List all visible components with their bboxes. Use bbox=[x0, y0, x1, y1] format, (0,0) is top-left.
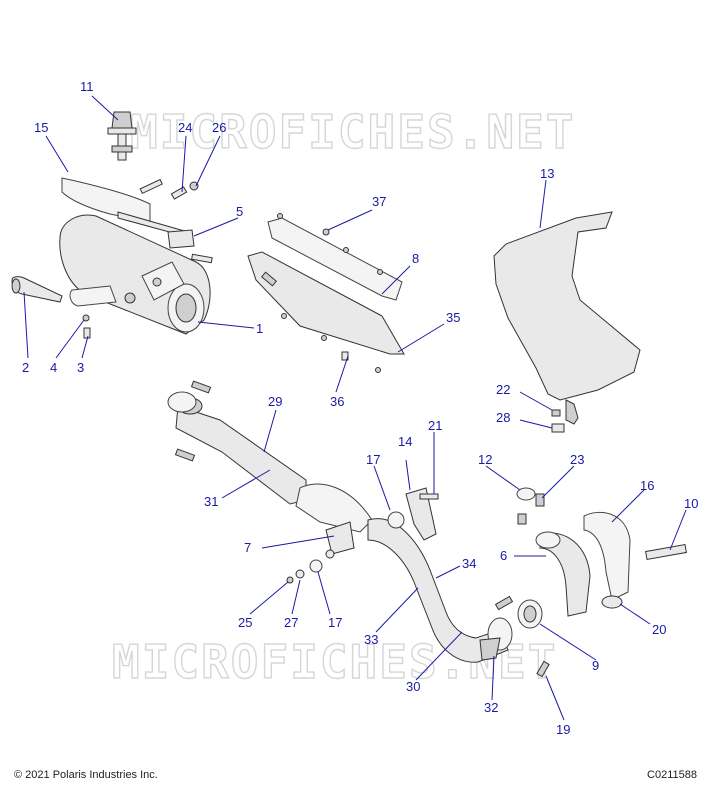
callout-10: 10 bbox=[684, 496, 698, 511]
callout-3: 3 bbox=[77, 360, 84, 375]
callout-18: 17 bbox=[366, 452, 380, 467]
callout-17: 17 bbox=[328, 615, 342, 630]
muffler bbox=[59, 214, 211, 335]
tailpipe-tip bbox=[69, 285, 117, 307]
clip-22-28 bbox=[551, 409, 565, 433]
bracket-14 bbox=[387, 487, 437, 541]
washers-17-25-27 bbox=[286, 549, 335, 584]
clamp-20 bbox=[601, 595, 623, 609]
springs-upper bbox=[174, 380, 212, 462]
callout-30: 30 bbox=[406, 679, 420, 694]
callout-29: 29 bbox=[268, 394, 282, 409]
callout-37: 37 bbox=[372, 194, 386, 209]
callout-6: 6 bbox=[500, 548, 507, 563]
fastener-36 bbox=[341, 351, 381, 373]
callout-31: 31 bbox=[204, 494, 218, 509]
callout-11: 11 bbox=[80, 79, 94, 94]
callout-23: 23 bbox=[570, 452, 584, 467]
callout-7: 7 bbox=[244, 540, 251, 555]
bolts-24-26 bbox=[139, 178, 199, 200]
spark-arrestor-2 bbox=[11, 276, 63, 303]
leader-lines bbox=[23, 95, 687, 721]
copyright-notice: © 2021 Polaris Industries Inc. bbox=[14, 769, 158, 781]
bracket-7 bbox=[325, 521, 355, 555]
exhaust-elbow-6 bbox=[535, 531, 591, 617]
shield-35 bbox=[247, 251, 405, 355]
callout-15: 15 bbox=[34, 120, 48, 135]
callout-1: 1 bbox=[256, 321, 263, 336]
gasket-9 bbox=[517, 599, 543, 629]
callout-35: 35 bbox=[446, 310, 460, 325]
callout-12: 12 bbox=[478, 452, 492, 467]
callout-27: 27 bbox=[284, 615, 298, 630]
heat-shield-13 bbox=[493, 211, 641, 425]
fastener-37 bbox=[322, 228, 330, 236]
callout-36: 36 bbox=[330, 394, 344, 409]
callout-25: 25 bbox=[238, 615, 252, 630]
callout-9: 9 bbox=[592, 658, 599, 673]
callout-2: 2 bbox=[22, 360, 29, 375]
gasket-12-23 bbox=[516, 487, 545, 525]
callout-34: 34 bbox=[462, 556, 476, 571]
bolt-21 bbox=[419, 493, 439, 500]
watermark-top: MICROFICHES.NET bbox=[130, 105, 575, 159]
o2-sensor-10 bbox=[645, 544, 687, 560]
callout-13: 13 bbox=[540, 166, 554, 181]
callout-4: 4 bbox=[50, 360, 57, 375]
screw-3-4 bbox=[82, 314, 91, 339]
spring-19 bbox=[536, 660, 550, 678]
callout-32: 32 bbox=[484, 700, 498, 715]
isolator-11 bbox=[107, 111, 137, 161]
heat-shield-16 bbox=[583, 511, 631, 601]
head-pipe bbox=[367, 518, 513, 663]
spring-mid bbox=[494, 595, 514, 611]
callout-28: 28 bbox=[496, 410, 510, 425]
callout-33: 33 bbox=[364, 632, 378, 647]
callout-20: 20 bbox=[652, 622, 666, 637]
callout-14: 14 bbox=[398, 434, 412, 449]
callout-24: 24 bbox=[178, 120, 192, 135]
callout-22: 22 bbox=[496, 382, 510, 397]
callout-16: 16 bbox=[640, 478, 654, 493]
shield-8 bbox=[267, 213, 403, 301]
callout-5: 5 bbox=[236, 204, 243, 219]
drawing-number: C0211588 bbox=[647, 769, 697, 781]
callout-26: 26 bbox=[212, 120, 226, 135]
gasket-29 bbox=[167, 391, 197, 413]
bracket-5 bbox=[167, 229, 213, 264]
callout-21: 21 bbox=[428, 418, 442, 433]
callout-labels: 11 15 24 26 5 1 2 4 3 37 8 35 36 13 22 2… bbox=[22, 79, 698, 737]
callout-19: 19 bbox=[556, 722, 570, 737]
callout-8: 8 bbox=[412, 251, 419, 266]
